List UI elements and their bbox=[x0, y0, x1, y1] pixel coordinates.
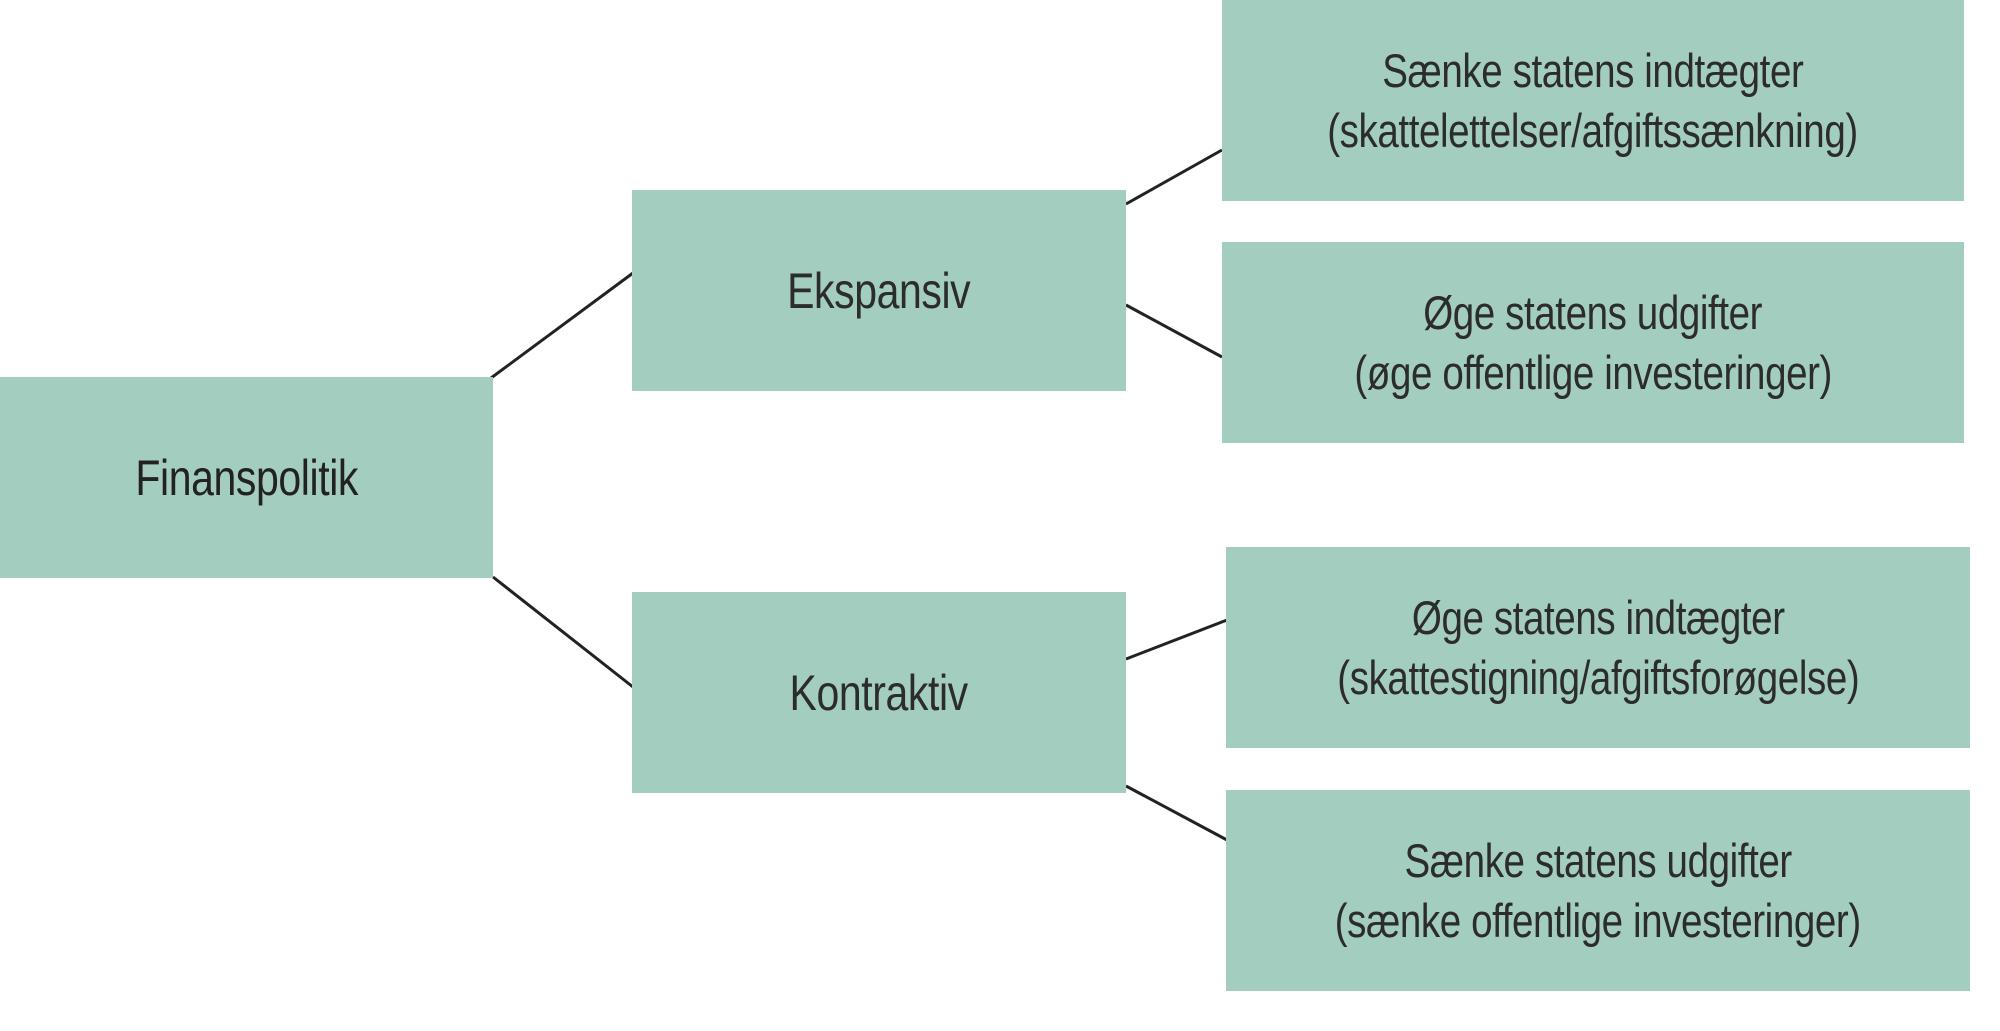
connector-root-to-ekspansiv bbox=[490, 271, 634, 380]
connector-kontraktiv-to-leaf-4 bbox=[1125, 784, 1228, 842]
root-node-label: Finanspolitik bbox=[135, 449, 358, 506]
branch-node-label: Kontraktiv bbox=[789, 664, 969, 721]
leaf-node-raise-spending: Øge statens udgifter (øge offentlige inv… bbox=[1222, 242, 1964, 443]
connector-ekspansiv-to-leaf-1 bbox=[1125, 148, 1223, 206]
leaf-node-title: Øge statens indtægter bbox=[1411, 590, 1785, 644]
branch-node-kontraktiv: Kontraktiv bbox=[632, 592, 1126, 793]
leaf-node-lower-spending: Sænke statens udgifter (sænke offentlige… bbox=[1226, 790, 1970, 991]
connector-ekspansiv-to-leaf-2 bbox=[1125, 303, 1223, 359]
connector-kontraktiv-to-leaf-3 bbox=[1125, 618, 1228, 661]
branch-node-label: Ekspansiv bbox=[787, 262, 971, 319]
leaf-node-raise-revenue: Øge statens indtægter (skattestigning/af… bbox=[1226, 547, 1970, 748]
leaf-node-title: Sænke statens indtægter bbox=[1382, 43, 1804, 97]
leaf-node-subtitle: (skattelettelser/afgiftssænkning) bbox=[1327, 103, 1859, 157]
leaf-node-title: Sænke statens udgifter bbox=[1404, 833, 1792, 887]
connector-root-to-kontraktiv bbox=[492, 575, 634, 689]
branch-node-ekspansiv: Ekspansiv bbox=[632, 190, 1126, 391]
leaf-node-lower-revenue: Sænke statens indtægter (skattelettelser… bbox=[1222, 0, 1964, 201]
leaf-node-title: Øge statens udgifter bbox=[1423, 285, 1763, 339]
leaf-node-subtitle: (sænke offentlige investeringer) bbox=[1334, 893, 1862, 947]
leaf-node-subtitle: (skattestigning/afgiftsforøgelse) bbox=[1336, 650, 1859, 704]
leaf-node-subtitle: (øge offentlige investeringer) bbox=[1354, 345, 1832, 399]
root-node-finanspolitik: Finanspolitik bbox=[0, 377, 493, 578]
